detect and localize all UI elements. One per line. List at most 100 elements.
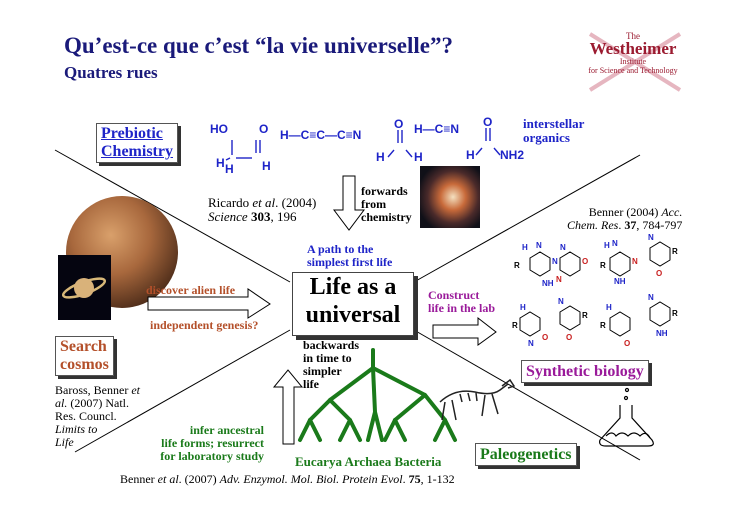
interstellar-organics-label: interstellar organics xyxy=(523,117,584,145)
svg-text:NH: NH xyxy=(656,329,668,338)
infer-l1: infer ancestral xyxy=(189,423,264,437)
nucleobase-structures-icon xyxy=(519,241,671,337)
domain-eucarya: Eucarya xyxy=(295,454,342,469)
synthetic-biology-label: Synthetic biology xyxy=(521,360,649,383)
infer-l2: life forms; resurrect xyxy=(161,436,264,450)
westheimer-logo: The Westheimer Institute for Science and… xyxy=(578,32,688,92)
baross-l4: Limits to xyxy=(55,422,98,436)
benner2004-volume: 37 xyxy=(624,218,637,232)
interstellar-line1: interstellar xyxy=(523,116,585,131)
svg-text:R: R xyxy=(600,261,606,270)
baross-l1b: et xyxy=(131,383,140,397)
svg-text:NH: NH xyxy=(614,277,626,286)
road-line-top-right xyxy=(413,154,641,283)
benner2007-year: . (2007) xyxy=(178,472,220,486)
benner2004-pages: , 784-797 xyxy=(636,218,683,232)
svg-text:O: O xyxy=(624,339,630,348)
svg-text:N: N xyxy=(552,257,558,266)
svg-text:R: R xyxy=(512,321,518,330)
prebiotic-chemistry-label: Prebiotic Chemistry xyxy=(96,123,178,163)
benner2004-acc: Acc. xyxy=(661,205,683,219)
svg-text:O: O xyxy=(566,333,572,342)
benner2007-sep: . xyxy=(402,472,409,486)
baross-l2b: (2007) Natl. xyxy=(67,396,129,410)
backwards-arrow-icon xyxy=(272,369,304,445)
svg-text:R: R xyxy=(672,247,678,256)
benner-2007-citation: Benner et al. (2007) Adv. Enzymol. Mol. … xyxy=(120,472,455,487)
page-title: Qu’est-ce que c’est “la vie universelle”… xyxy=(64,33,453,58)
domain-bacteria: Bacteria xyxy=(394,454,442,469)
construct-label: Construct life in the lab xyxy=(428,289,495,315)
mol1-h1: H xyxy=(216,156,225,170)
road-line-bottom-left xyxy=(74,329,291,453)
prebiotic-line1: Prebiotic xyxy=(101,125,163,142)
benner2004-author: Benner (2004) xyxy=(588,205,662,219)
construct-arrow-icon xyxy=(432,316,497,346)
molecule-hydrogen-cyanide: H—C≡N xyxy=(414,122,459,136)
benner2007-journal: Adv. Enzymol. Mol. Biol. Protein Evol xyxy=(219,472,403,486)
svg-text:N: N xyxy=(612,239,618,248)
road-line-bottom-right xyxy=(413,329,641,461)
center-line1: Life as a xyxy=(309,274,397,300)
ricardo-etal: et al xyxy=(252,195,276,210)
ricardo-citation: Ricardo et al. (2004) Science 303, 196 xyxy=(208,196,316,224)
baross-l1: Baross, Benner xyxy=(55,383,132,397)
ricardo-volume: 303 xyxy=(250,209,271,224)
search-line2: cosmos xyxy=(60,356,109,373)
interstellar-line2: organics xyxy=(523,130,570,145)
svg-text:O: O xyxy=(582,257,588,266)
search-cosmos-label: Search cosmos xyxy=(55,336,114,376)
discover-alien-life-label: discover alien life xyxy=(146,283,236,297)
path-label: A path to the simplest first life xyxy=(307,243,392,269)
svg-text:N: N xyxy=(632,257,638,266)
mol3-h1: H xyxy=(376,150,385,164)
mol3-h2: H xyxy=(414,150,423,164)
construct-line2: life in the lab xyxy=(428,301,496,315)
molecule-cyanoacetylene: H—C≡C—C≡N xyxy=(280,128,362,142)
baross-l3: Res. Councl. xyxy=(55,409,117,423)
svg-text:N: N xyxy=(560,243,566,252)
benner2007-volume: 75 xyxy=(408,472,421,486)
backwards-l2: in time to xyxy=(303,351,352,365)
ricardo-pages: , 196 xyxy=(270,209,297,224)
svg-text:H: H xyxy=(522,243,528,252)
benner2007-author: Benner xyxy=(120,472,158,486)
benner2004-journal: Chem. Res xyxy=(567,218,619,232)
svg-text:N: N xyxy=(648,233,654,242)
svg-text:N: N xyxy=(528,339,534,348)
baross-citation: Baross, Benner et al. (2007) Natl. Res. … xyxy=(55,384,140,449)
forwards-line1: forwards xyxy=(361,184,408,198)
benner2004-sep: . xyxy=(618,218,625,232)
forwards-arrow-icon xyxy=(333,175,365,231)
mol1-o: O xyxy=(259,122,269,136)
mol5-o: O xyxy=(483,115,493,129)
logo-institute: Institute xyxy=(619,57,647,66)
svg-text:N: N xyxy=(648,293,654,302)
domain-archaea: Archaea xyxy=(344,454,392,469)
forwards-line3: chemistry xyxy=(361,210,412,224)
svg-text:N: N xyxy=(558,297,564,306)
backwards-l4: life xyxy=(303,377,319,391)
baross-l2a: al. xyxy=(55,396,68,410)
svg-text:R: R xyxy=(514,261,520,270)
benner2007-pages: , 1-132 xyxy=(420,472,455,486)
mol3-o: O xyxy=(394,117,404,131)
ricardo-journal: Science xyxy=(208,209,251,224)
svg-text:H: H xyxy=(606,303,612,312)
svg-text:H: H xyxy=(520,303,526,312)
benner-2004-citation: Benner (2004) Acc. Chem. Res. 37, 784-79… xyxy=(567,206,682,232)
backwards-l1: backwards xyxy=(303,338,360,352)
mol5-h: H xyxy=(466,148,475,162)
svg-text:N: N xyxy=(536,241,542,250)
baross-l5: Life xyxy=(55,435,74,449)
center-line2: universal xyxy=(305,302,401,328)
nebula-image xyxy=(420,166,480,228)
benner2007-etal: et al xyxy=(157,472,179,486)
svg-text:R: R xyxy=(600,321,606,330)
paleogenetics-label: Paleogenetics xyxy=(475,443,577,466)
svg-text:O: O xyxy=(542,333,548,342)
svg-text:N: N xyxy=(556,275,562,284)
page-subtitle: Quatres rues xyxy=(64,63,158,82)
forwards-line2: from xyxy=(361,197,387,211)
